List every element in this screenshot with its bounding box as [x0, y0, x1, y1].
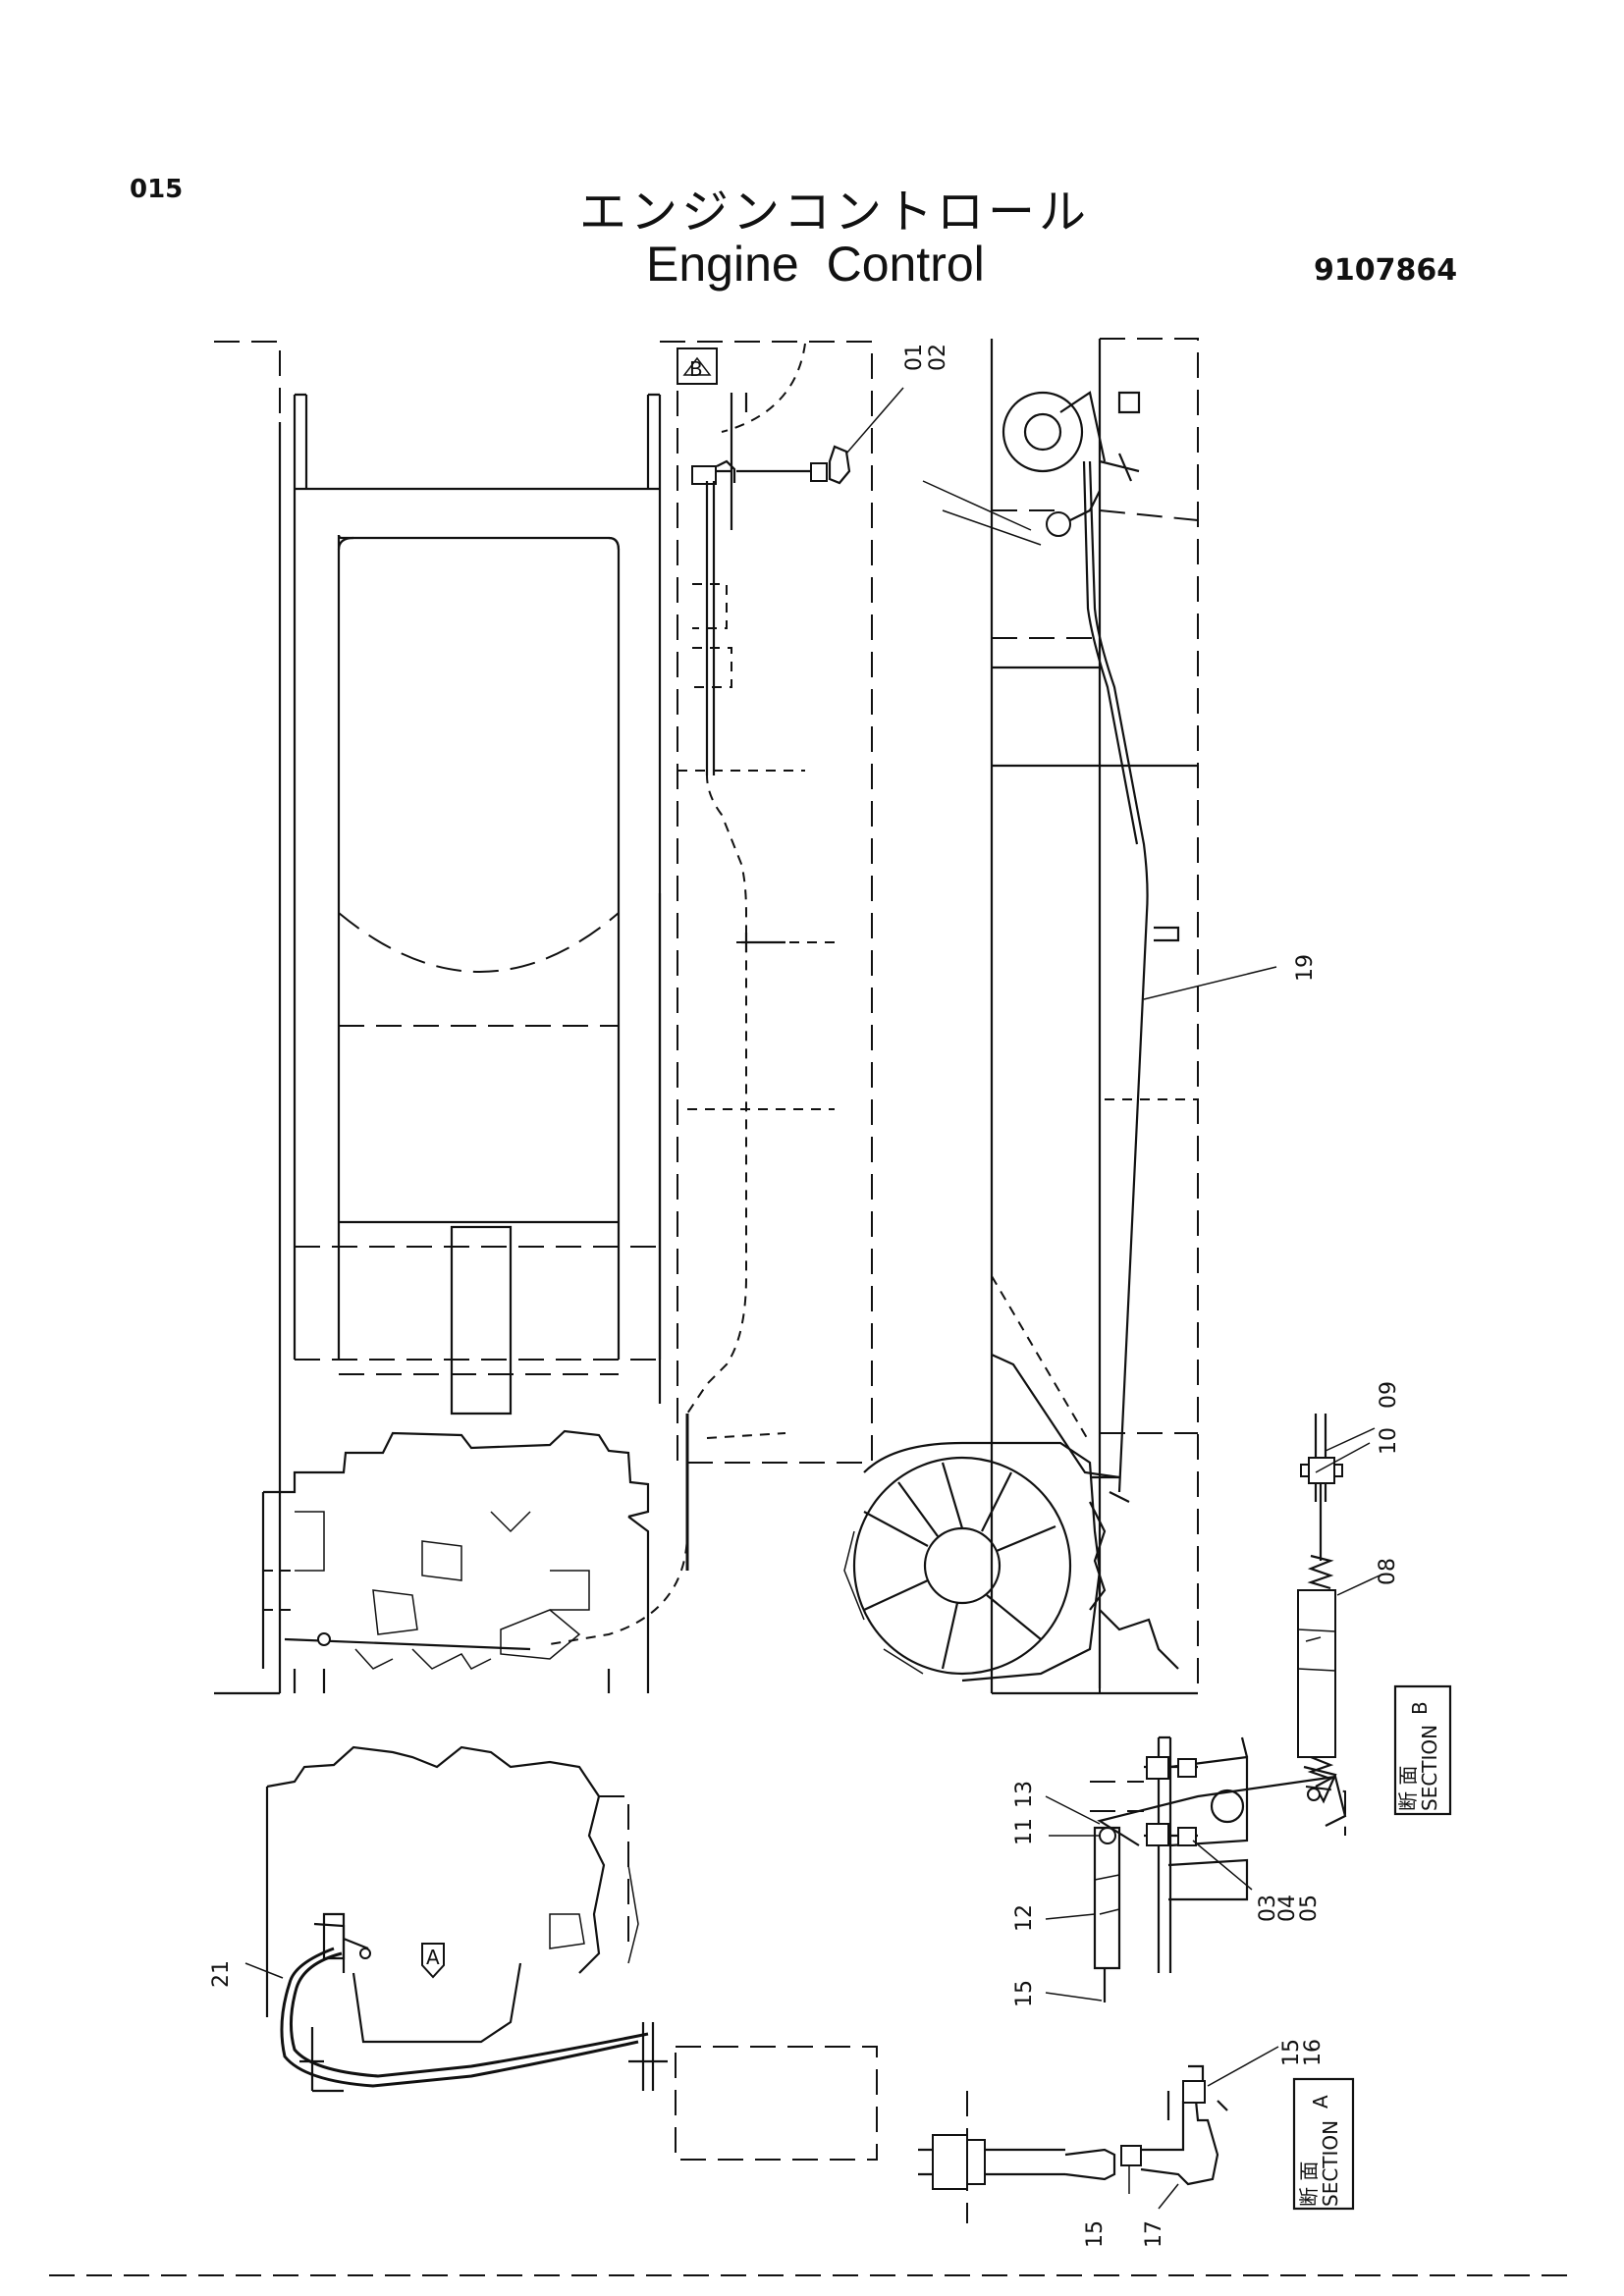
callout-19: 19 [1293, 954, 1318, 982]
section-a-en: SECTION [1319, 2120, 1342, 2207]
callout-12: 12 [1012, 1904, 1037, 1932]
callout-02: 02 [926, 344, 950, 371]
section-b-detail [1090, 1414, 1347, 2002]
callout-15-a: 15 [1279, 2039, 1304, 2066]
callout-01: 01 [902, 344, 927, 371]
section-b-letter: B [1408, 1701, 1432, 1715]
callout-11: 11 [1012, 1818, 1037, 1845]
callouts: 01 02 19 09 10 08 13 11 12 15 03 04 05 2… [209, 344, 1401, 2248]
callout-13: 13 [1012, 1781, 1037, 1808]
view-b-region: B [660, 341, 873, 1464]
callout-05: 05 [1297, 1895, 1322, 1922]
chassis-side-view [843, 338, 1199, 1695]
leader-lines [244, 387, 1380, 2210]
document-number: 9107864 [1314, 253, 1458, 288]
callout-03: 03 [1256, 1895, 1280, 1922]
section-box-a: 断 面 SECTION A [1292, 2077, 1355, 2211]
callout-08: 08 [1376, 1558, 1400, 1585]
section-b-en: SECTION [1418, 1725, 1441, 1811]
callout-04: 04 [1275, 1895, 1300, 1922]
callout-16: 16 [1301, 2039, 1326, 2066]
title-english: Engine Control [646, 237, 985, 292]
callout-15: 15 [1012, 1980, 1037, 2007]
view-marker-a: A [426, 1946, 440, 1969]
callout-17: 17 [1142, 2220, 1166, 2248]
page-number: 015 [130, 175, 184, 204]
callout-09: 09 [1377, 1381, 1401, 1409]
title-japanese: エンジンコントロール [579, 185, 1091, 240]
callout-15-b: 15 [1083, 2220, 1108, 2248]
section-box-b: 断 面 SECTION B [1393, 1684, 1452, 1816]
view-a-region: A [265, 1745, 878, 2161]
callout-10: 10 [1377, 1427, 1401, 1455]
section-b-ja: 断 面 [1396, 1766, 1420, 1811]
section-a-ja: 断 面 [1297, 2162, 1321, 2207]
view-marker-b: B [689, 357, 703, 381]
section-a-letter: A [1309, 2095, 1332, 2109]
chassis-frame-plan-view [214, 341, 747, 1695]
section-a-detail [918, 2064, 1228, 2223]
callout-21: 21 [209, 1960, 234, 1988]
